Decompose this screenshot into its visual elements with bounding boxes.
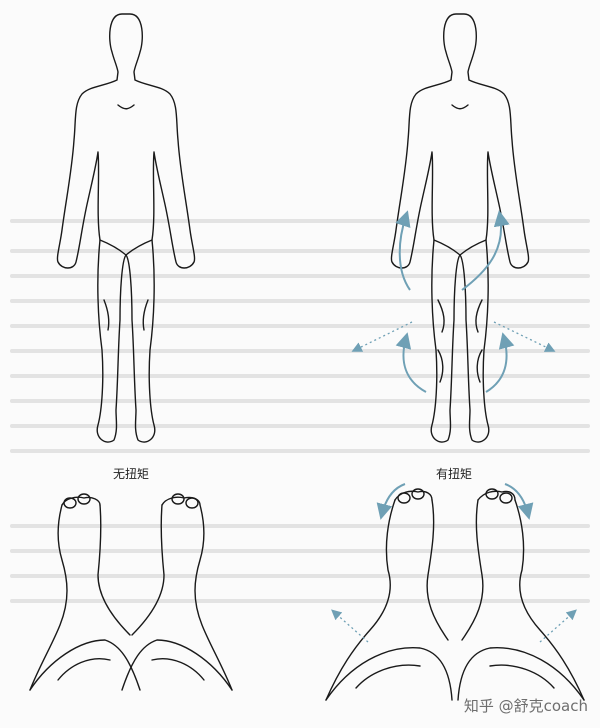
shin-rotation-arrow-right [485,332,515,393]
leg-direction-arrow-right [539,609,577,643]
caption-with-torque: 有扭矩 [436,467,473,481]
thigh-rotation-arrow-right [461,210,510,291]
body-figure-right [390,13,530,443]
watermark: 知乎 @舒克coach [463,697,588,715]
knee-direction-arrow-left [351,321,413,352]
feet-view-left [29,493,233,691]
caption-no-torque: 无扭矩 [113,467,150,481]
shin-rotation-arrow-left [395,332,427,393]
thigh-rotation-arrow-left [395,210,411,291]
leg-direction-arrow-left [331,609,369,643]
feet-view-right [325,488,585,701]
foot-rotation-arrow-left [376,483,406,520]
torque-arrows-standing [351,210,556,393]
torque-arrows-feet [331,483,577,643]
foot-rotation-arrow-right [504,483,534,520]
knee-direction-arrow-right [493,321,556,352]
body-figure-left [56,13,196,443]
